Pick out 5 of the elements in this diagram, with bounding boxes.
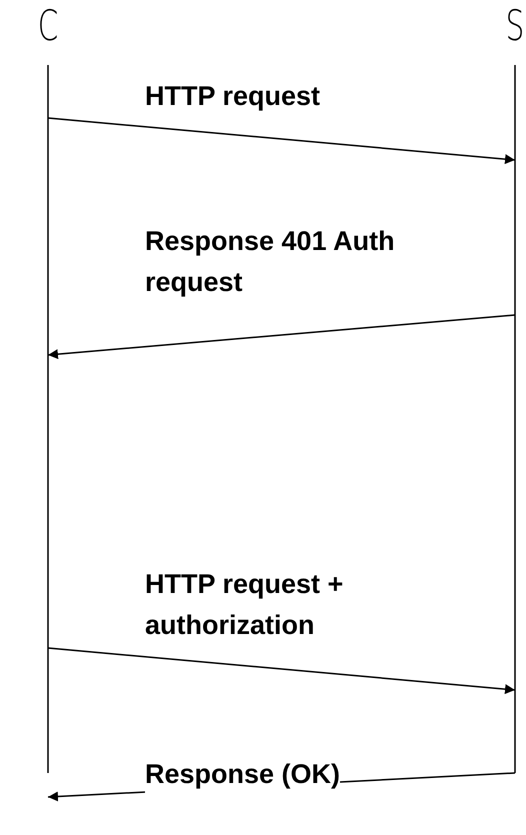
message-arrow: [48, 314, 516, 360]
participant-label: S: [504, 4, 526, 48]
message-arrow: [48, 117, 516, 164]
participant-label: C: [36, 4, 60, 48]
message-arrow: [48, 647, 516, 694]
